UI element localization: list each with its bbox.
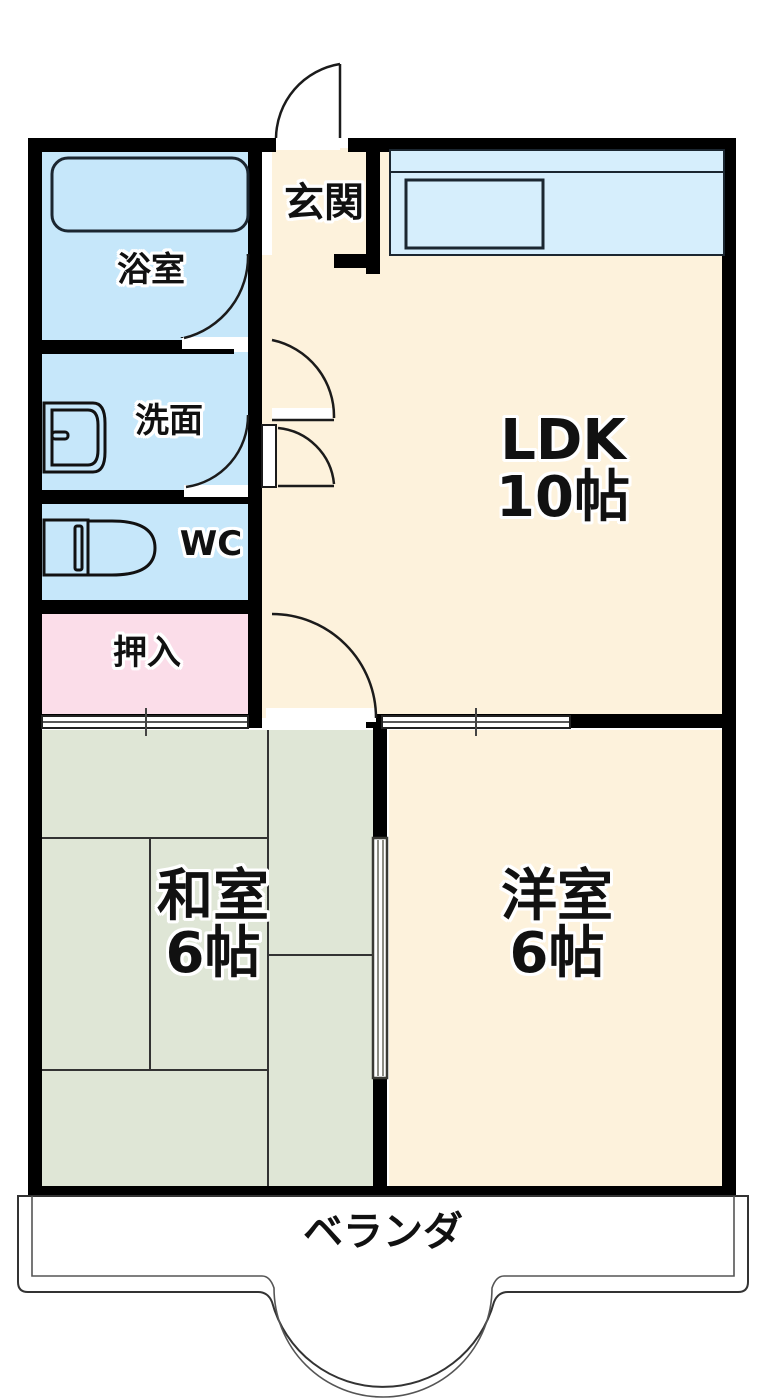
wall-corridor-ldk	[366, 254, 380, 274]
room-fill-yoshitsu	[389, 730, 728, 1190]
tatami-grid	[38, 730, 381, 1190]
kitchen-counter-fixture	[404, 178, 545, 250]
sliding-doors	[41, 708, 571, 1080]
room-label-senmen: 洗面	[94, 404, 244, 439]
veranda-outline	[17, 1195, 749, 1398]
room-label-veranda-line1: ベランダ	[303, 1209, 463, 1255]
wall-wc-oshiire	[28, 600, 262, 614]
yoshitsu-sliding	[381, 708, 571, 736]
room-label-yokushitsu-line1: 浴室	[117, 250, 185, 290]
room-label-yoshitsu-line1: 洋室	[501, 864, 613, 929]
wall-mid-jamb-a	[248, 714, 262, 728]
room-label-oshiire: 押入	[72, 636, 222, 671]
room-label-yoshitsu: 洋室 6帖	[392, 868, 722, 982]
swing-doors	[180, 62, 378, 722]
room-label-yoshitsu-line2: 6帖	[509, 921, 605, 987]
room-label-wc: WC	[156, 527, 266, 562]
room-label-genkan-line1: 玄関	[284, 180, 364, 226]
room-label-washitsu-line2: 6帖	[165, 921, 261, 987]
room-label-washitsu-line1: 和室	[157, 864, 269, 929]
wall-top-right	[348, 138, 736, 152]
room-label-wc-line1: WC	[179, 524, 243, 564]
corridor-door-senmen	[261, 424, 336, 488]
room-label-veranda: ベランダ	[283, 1212, 483, 1253]
wall-genkan-right	[366, 148, 380, 268]
room-label-washitsu: 和室 6帖	[48, 868, 378, 982]
room-label-senmen-line1: 洗面	[135, 401, 203, 441]
room-label-oshiire-line1: 押入	[113, 633, 181, 673]
room-label-ldk: LDK 10帖	[398, 412, 728, 526]
entrance-door	[274, 62, 342, 150]
wall-left-outer	[28, 138, 42, 1200]
room-divider-sliding	[371, 836, 389, 1080]
washbasin-fixture	[42, 401, 107, 474]
room-label-genkan: 玄関	[272, 183, 376, 224]
senmen-door	[184, 414, 250, 497]
room-fill-oshiire	[38, 613, 262, 718]
bathtub-fixture	[50, 156, 250, 233]
room-fill-genkan	[272, 148, 380, 263]
wall-washitsu-yoshitsu-top	[373, 728, 387, 838]
ldk-door	[266, 612, 378, 722]
wall-wetzone-corridor	[248, 148, 262, 718]
wall-genkan-head	[274, 138, 276, 152]
room-label-yokushitsu: 浴室	[76, 253, 226, 288]
ldk-balcony-window	[389, 149, 725, 256]
oshiire-sliding	[41, 708, 249, 736]
walls	[28, 138, 736, 1200]
wall-right-outer	[722, 138, 736, 1200]
room-label-ldk-line1: LDK	[500, 408, 626, 473]
wall-washitsu-yoshitsu-bottom	[373, 1078, 387, 1190]
room-label-ldk-line2: 10帖	[496, 465, 630, 531]
corridor-door-upper	[271, 338, 336, 422]
wall-top-left	[28, 138, 274, 152]
room-fill-washitsu	[38, 730, 381, 1190]
toilet-fixture	[42, 518, 157, 577]
bath-door	[180, 253, 250, 349]
